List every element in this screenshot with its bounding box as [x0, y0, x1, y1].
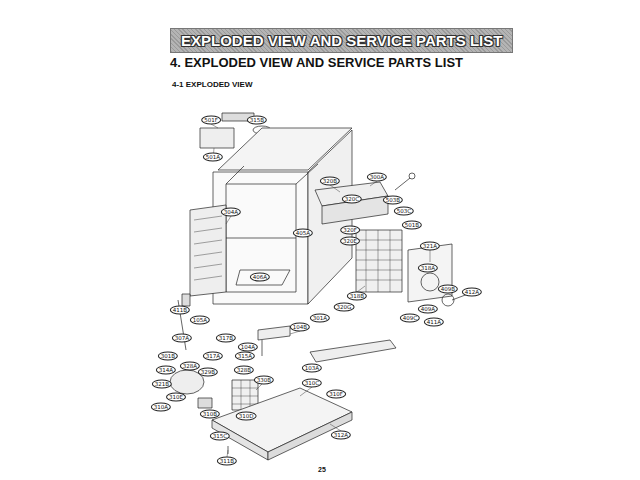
callout-number: 329B [198, 368, 218, 377]
callout-number: 300A [367, 173, 387, 182]
callout-number: 321B [152, 380, 172, 389]
callout-number: 501F [201, 116, 221, 125]
callout-number: 301A [310, 314, 330, 323]
callout-number: 411A [424, 318, 444, 327]
section-heading: 4-1 EXPLODED VIEW [172, 80, 252, 89]
callout-number: 503C [394, 207, 414, 216]
callout-number: 501A [203, 153, 223, 162]
callout-number: 310D [236, 412, 257, 421]
page-number: 25 [318, 466, 326, 473]
callout-number: 315C [210, 432, 230, 441]
callout-number: 310B [200, 410, 220, 419]
callout-number: 409C [400, 314, 420, 323]
callout-number: 320G [334, 303, 355, 312]
callout-number: 103A [302, 364, 322, 373]
callout-number: 105A [190, 316, 210, 325]
callout-number: 310A [151, 403, 171, 412]
callout-number: 411B [170, 306, 190, 315]
callout-number: 328A [180, 362, 200, 371]
callout-number: 503B [383, 196, 403, 205]
callout-number: 409B [438, 285, 458, 294]
callout-number: 412A [462, 288, 482, 297]
callout-number: 315A [235, 352, 255, 361]
callout-number: 501B [402, 221, 422, 230]
callout-number: 310C [302, 379, 322, 388]
callout-number: 311B [217, 457, 237, 466]
callout-number: 310F [326, 390, 346, 399]
callout-number: 328B [234, 366, 254, 375]
callout-number: 301B [158, 352, 178, 361]
callout-number: 312A [331, 431, 351, 440]
page-heading: 4. EXPLODED VIEW AND SERVICE PARTS LIST [170, 55, 463, 70]
callout-number: 104A [238, 343, 258, 352]
callout-number: 320E [340, 237, 360, 246]
title-band: EXPLODED VIEW AND SERVICE PARTS LIST [170, 28, 513, 53]
callout-number: 318B [347, 292, 367, 301]
callout-number: 314A [156, 366, 176, 375]
callout-number: 315B [247, 116, 267, 125]
callout-number: 320F [340, 226, 360, 235]
callout-number: 104B [290, 323, 310, 332]
callout-number: 317B [216, 334, 236, 343]
callout-number: 307A [172, 334, 192, 343]
callout-number: 330B [254, 376, 274, 385]
callout-number: 409A [418, 305, 438, 314]
callout-number: 317A [203, 352, 223, 361]
callout-number: 310E [166, 393, 186, 402]
band-title: EXPLODED VIEW AND SERVICE PARTS LIST [175, 30, 508, 51]
